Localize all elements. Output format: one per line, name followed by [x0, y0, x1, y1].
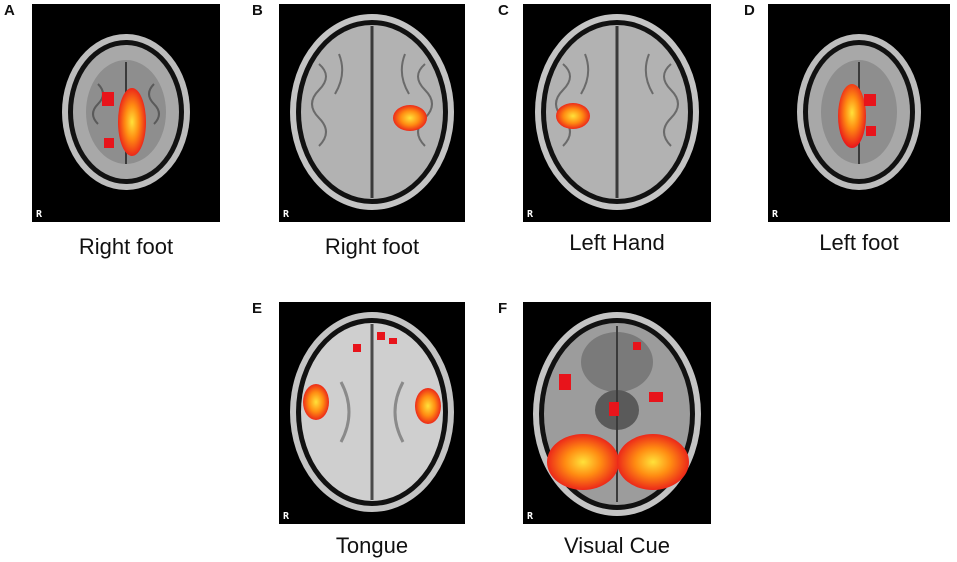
panel-letter: D — [744, 2, 755, 19]
panel-letter: F — [498, 300, 508, 317]
panel-letter: A — [4, 2, 15, 19]
panel-letter: B — [252, 2, 263, 19]
panel-caption: Tongue — [335, 533, 409, 558]
orientation-marker: R — [36, 209, 43, 220]
brain-scan-image: R — [279, 302, 465, 524]
panel-caption: Right foot — [324, 234, 420, 259]
orientation-marker: R — [283, 511, 290, 522]
panel-caption: Left Hand — [569, 230, 665, 255]
orientation-marker: R — [283, 209, 290, 220]
orientation-marker: R — [527, 511, 534, 522]
orientation-marker: R — [527, 209, 534, 220]
brain-scan-image: R — [523, 4, 711, 222]
brain-scan-image: R — [32, 4, 220, 222]
panel-letter: C — [498, 2, 509, 19]
brain-scan-image: R — [523, 302, 711, 524]
panel-caption: Right foot — [78, 234, 174, 259]
brain-scan-image: R — [768, 4, 950, 222]
panel-caption: Visual Cue — [564, 533, 670, 558]
panel-caption: Left foot — [819, 230, 899, 255]
brain-scan-image: R — [279, 4, 465, 222]
panel-letter: E — [252, 300, 263, 317]
orientation-marker: R — [772, 209, 779, 220]
